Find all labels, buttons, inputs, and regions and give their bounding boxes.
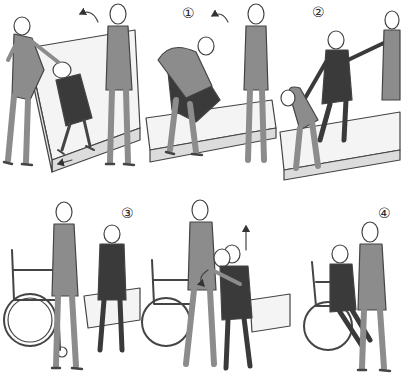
panel-2 xyxy=(146,4,276,162)
panel-5 xyxy=(142,200,290,368)
callout-number: ② xyxy=(312,5,325,19)
panel-1 xyxy=(4,4,140,172)
panel-6 xyxy=(304,222,390,371)
callout-number: ③ xyxy=(121,206,134,220)
panel-4 xyxy=(4,202,140,369)
callout-number: ① xyxy=(182,6,195,20)
callout-number: ④ xyxy=(378,206,391,220)
panel-3 xyxy=(280,11,400,180)
